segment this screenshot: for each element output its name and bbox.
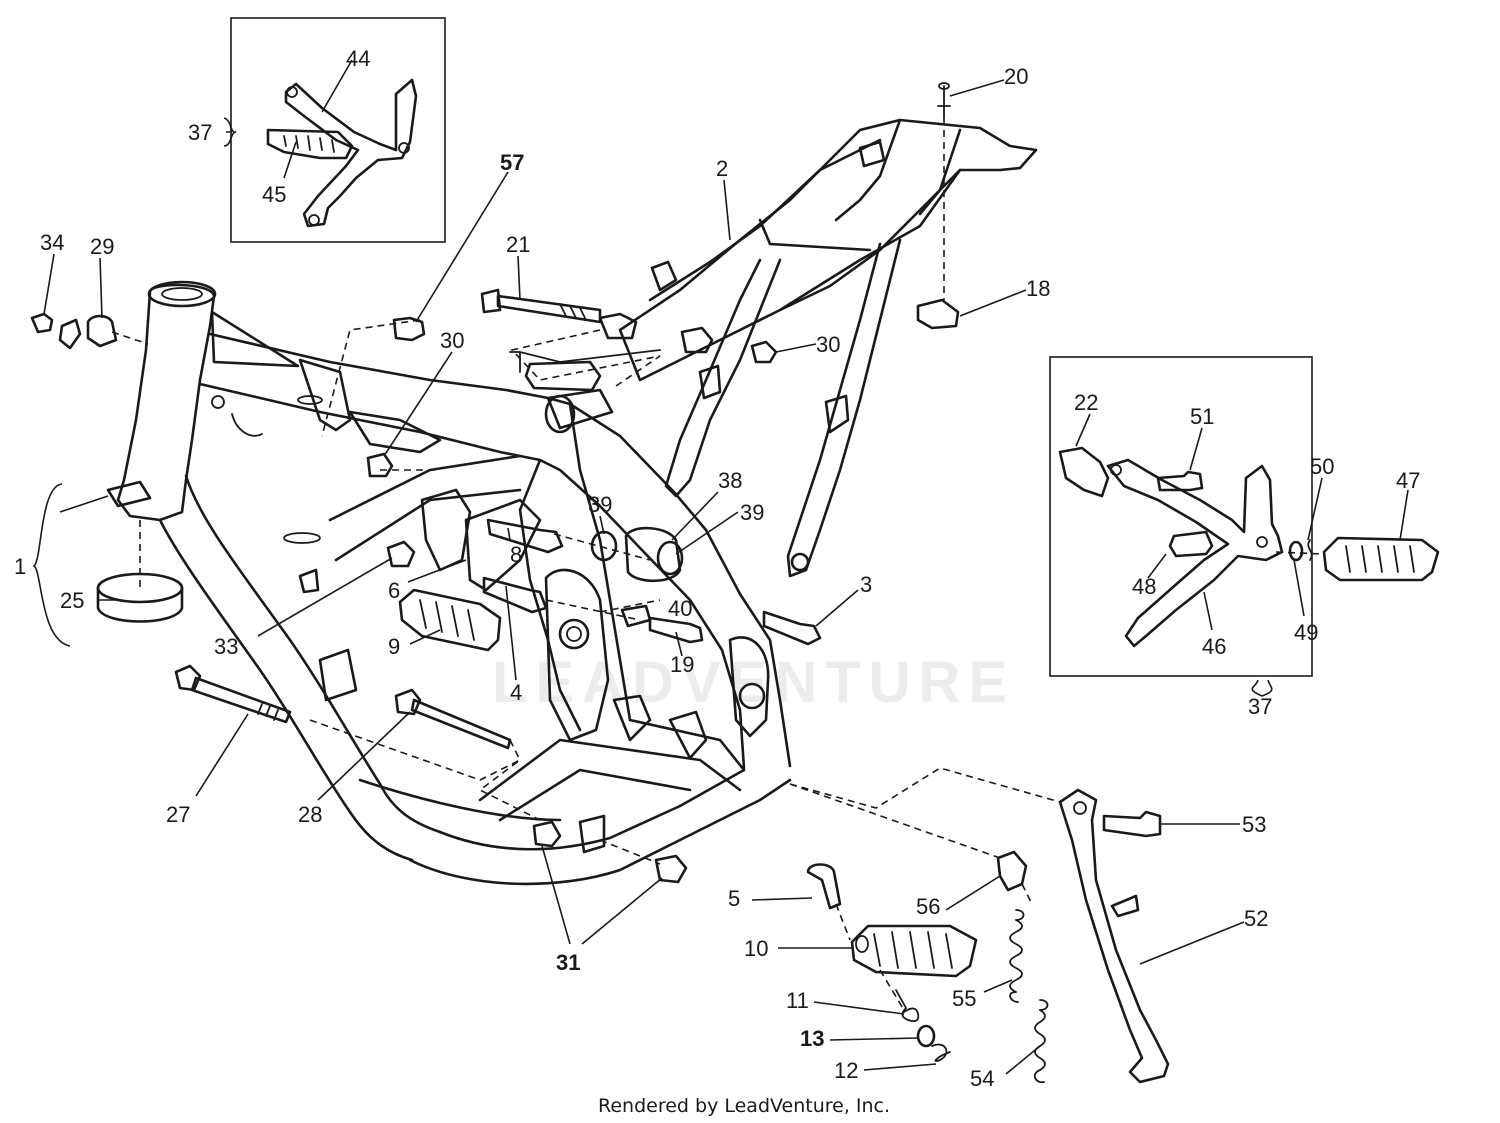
- main-frame: [106, 280, 792, 886]
- callout-33: 33: [214, 634, 238, 659]
- callout-51: 51: [1190, 404, 1214, 429]
- callout-6: 6: [388, 578, 400, 603]
- pin: [1168, 530, 1214, 558]
- callout-numbers: 44 37 45 57 34 29 20 2 21 18 30 30 22 51…: [14, 46, 1420, 1091]
- callout-38: 38: [718, 468, 742, 493]
- callout-3: 3: [860, 572, 872, 597]
- callout-29: 29: [90, 234, 114, 259]
- callout-40: 40: [668, 596, 692, 621]
- washer: [1288, 540, 1304, 562]
- callout-8: 8: [510, 542, 522, 567]
- callout-55: 55: [952, 986, 976, 1011]
- bolt: [1156, 470, 1204, 492]
- side-stand: [1058, 788, 1170, 1084]
- seal: [96, 572, 184, 604]
- bracket: [916, 298, 960, 330]
- callout-31: 31: [556, 950, 580, 975]
- spring-clip: [1307, 539, 1313, 561]
- callout-5: 5: [728, 886, 740, 911]
- callout-20: 20: [1004, 64, 1028, 89]
- callout-53: 53: [1242, 812, 1266, 837]
- callout-25: 25: [60, 588, 84, 613]
- callout-4: 4: [510, 680, 522, 705]
- rear-subframe: [618, 82, 1038, 578]
- callout-21: 21: [506, 232, 530, 257]
- callout-1: 1: [14, 554, 26, 579]
- callout-52: 52: [1244, 906, 1268, 931]
- callout-44: 44: [346, 46, 370, 71]
- callout-56: 56: [916, 894, 940, 919]
- callout-57: 57: [500, 150, 524, 175]
- callout-13: 13: [800, 1026, 824, 1051]
- spring: [901, 1007, 920, 1023]
- callout-50: 50: [1310, 454, 1334, 479]
- callout-22: 22: [1074, 390, 1098, 415]
- watermark: LEADVENTURE: [492, 650, 1015, 715]
- callout-19: 19: [670, 652, 694, 677]
- footer-credit: Rendered by LeadVenture, Inc.: [598, 1095, 890, 1117]
- callout-11: 11: [786, 988, 809, 1013]
- callout-45: 45: [262, 182, 286, 207]
- callout-39: 39: [740, 500, 764, 525]
- spring: [1009, 919, 1023, 993]
- callout-37: 37: [1248, 694, 1272, 719]
- footrest-rubber: [266, 128, 354, 160]
- callout-27: 27: [166, 802, 190, 827]
- bolt: [937, 85, 951, 119]
- callout-9: 9: [388, 634, 400, 659]
- fasteners: [30, 288, 1170, 1084]
- callout-28: 28: [298, 802, 322, 827]
- callout-2: 2: [716, 156, 728, 181]
- footrest: [1322, 536, 1440, 582]
- peg-holder-arm: [1106, 458, 1284, 648]
- mount-bracket: [1058, 446, 1110, 498]
- callout-39: 39: [588, 492, 612, 517]
- callout-37: 37: [188, 120, 212, 145]
- callout-12: 12: [834, 1058, 858, 1083]
- spring: [1034, 1009, 1046, 1071]
- brake-pedal: [284, 78, 418, 228]
- callout-46: 46: [1202, 634, 1226, 659]
- callout-10: 10: [744, 936, 768, 961]
- inset-box-right: [1049, 356, 1440, 677]
- callout-34: 34: [40, 230, 64, 255]
- callout-49: 49: [1294, 620, 1318, 645]
- callout-47: 47: [1396, 468, 1420, 493]
- leader-lines: [32, 59, 1409, 1075]
- footrest-left: [398, 588, 502, 652]
- callout-18: 18: [1026, 276, 1050, 301]
- callout-30: 30: [440, 328, 464, 353]
- callout-30: 30: [816, 332, 840, 357]
- callout-48: 48: [1132, 574, 1156, 599]
- inset-box-top-left: [230, 17, 446, 243]
- callout-54: 54: [970, 1066, 994, 1091]
- footrest-right: [850, 924, 978, 978]
